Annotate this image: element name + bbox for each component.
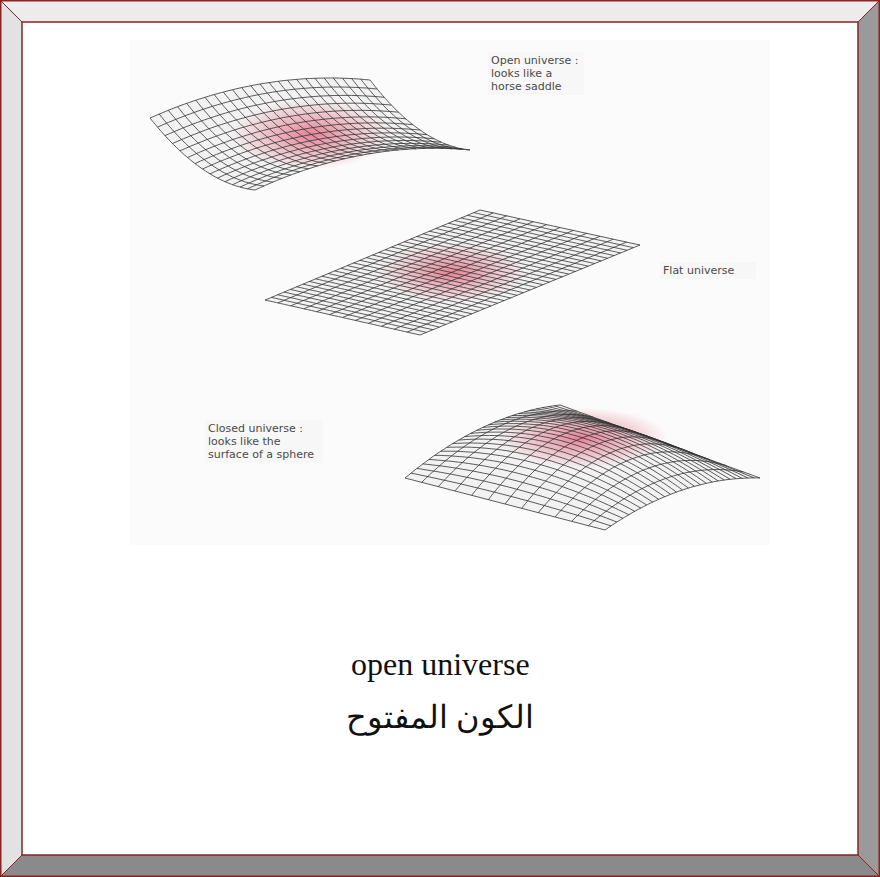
- caption-english: open universe: [351, 645, 530, 683]
- surface-label: Open universe : looks like a horse saddl…: [488, 52, 584, 95]
- saddle-surface: [150, 78, 470, 190]
- caption-arabic: الكون المفتوح: [346, 698, 534, 736]
- flat-surface: [265, 210, 640, 335]
- sphere-surface: [405, 405, 760, 530]
- surface-label: Closed universe : looks like the surface…: [205, 420, 323, 463]
- inset-image: [130, 40, 770, 545]
- surface-label: Flat universe: [660, 262, 756, 279]
